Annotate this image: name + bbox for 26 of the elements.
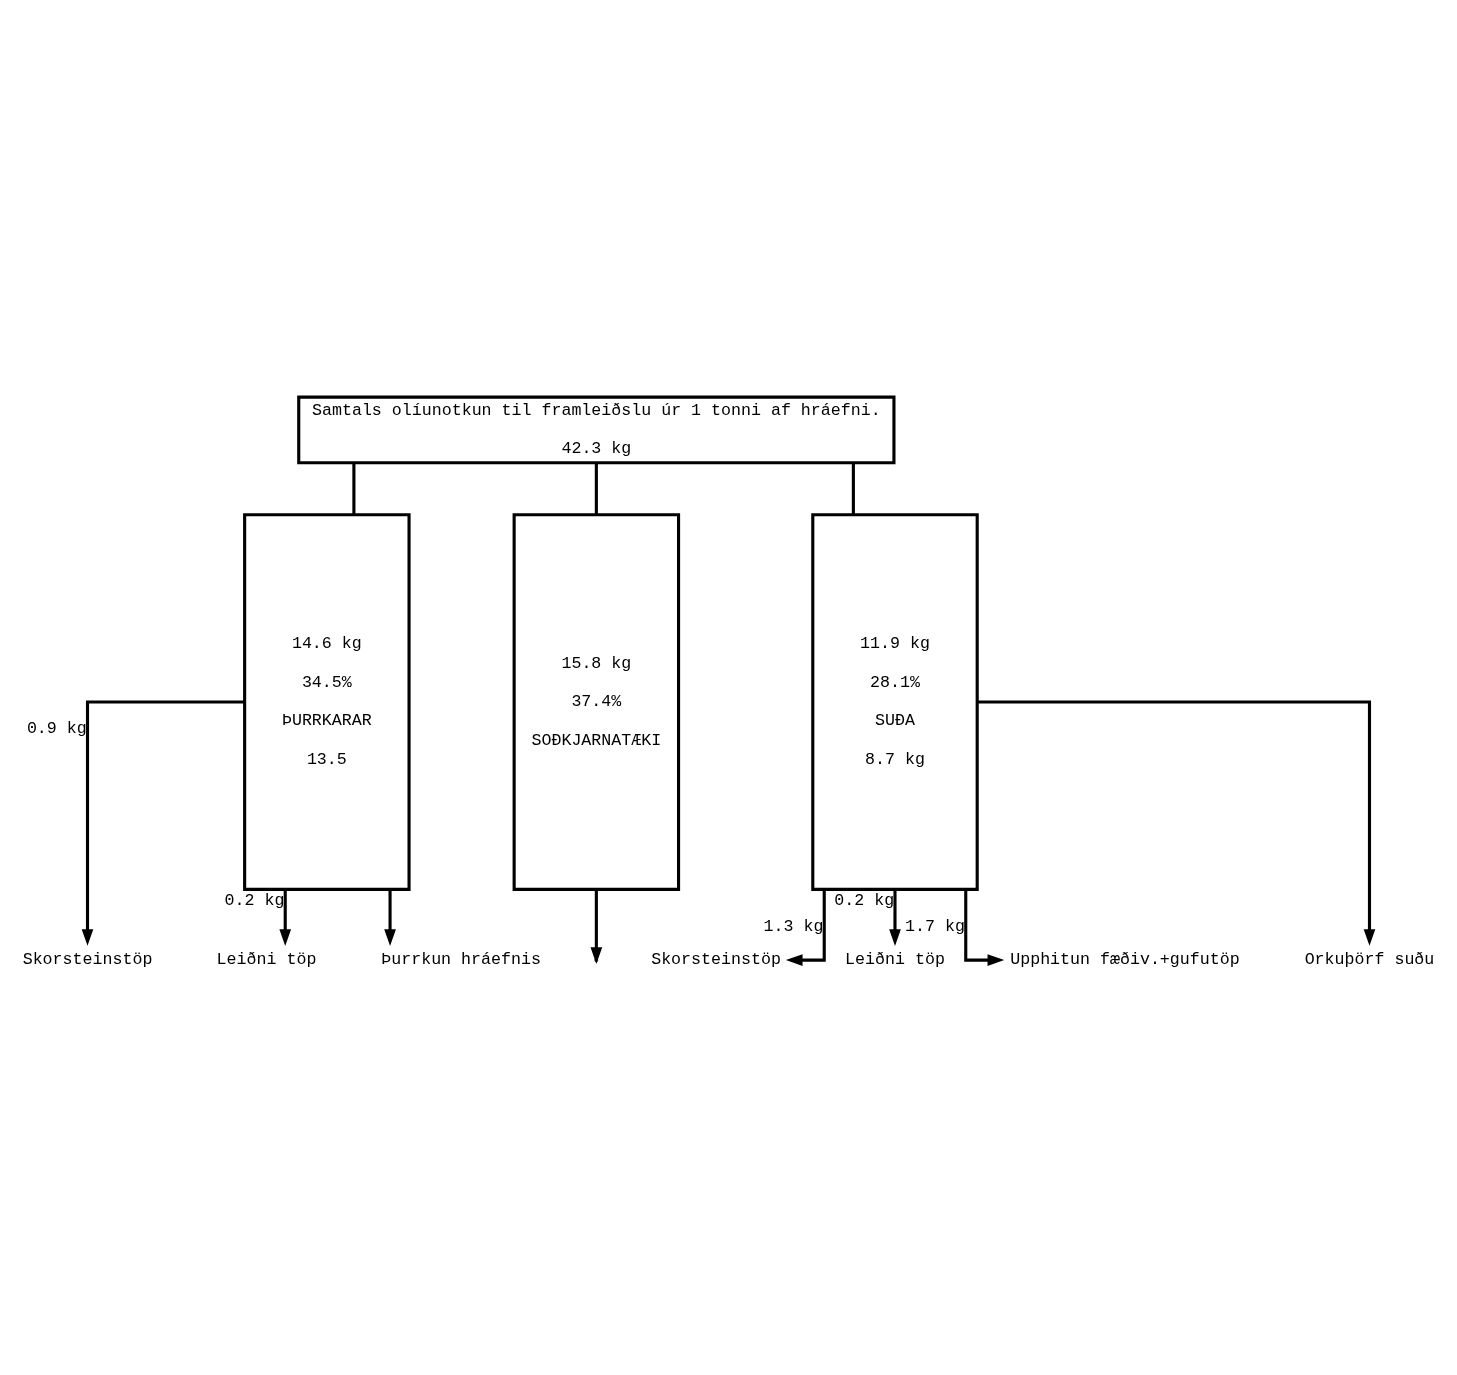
- edge-label: 0.2 kg: [834, 890, 895, 910]
- node-box: Samtals olíunotkun til framleiðslu úr 1 tonni af hráefni. 42.3 kg: [297, 395, 896, 464]
- node-text: Upphitun fæðiv.+gufutöp: [1010, 949, 1240, 969]
- edge-label: 0.9 kg: [26, 717, 87, 737]
- node-box: 11.9 kg 28.1% SUÐA 8.7 kg: [811, 512, 979, 891]
- node-text: Orkuþörf suðu: [1304, 949, 1435, 969]
- node-text: Skorsteinstöp: [651, 949, 781, 969]
- connector: [851, 462, 855, 515]
- connector: [352, 462, 356, 515]
- arrow: [889, 889, 901, 946]
- edge-label: 0.2 kg: [224, 890, 285, 910]
- connector: [594, 462, 598, 515]
- node-text: Leiðni töp: [216, 949, 317, 969]
- node-text: Þurrkun hráefnis: [381, 949, 541, 969]
- node-text: Skorsteinstöp: [22, 949, 153, 969]
- arrow: [964, 889, 1005, 966]
- edge-label: 1.7 kg: [905, 916, 965, 936]
- edge-label: 1.3 kg: [763, 916, 824, 936]
- arrow: [977, 700, 1376, 946]
- arrow: [81, 700, 245, 946]
- node-box: 14.6 kg 34.5% ÞURRKARAR 13.5: [243, 512, 411, 891]
- arrow: [785, 889, 826, 966]
- node-box: 15.8 kg 37.4% SOÐKJARNATÆKI: [512, 512, 681, 891]
- node-text: Leiðni töp: [845, 949, 945, 969]
- arrow: [279, 889, 292, 946]
- arrow: [384, 889, 396, 946]
